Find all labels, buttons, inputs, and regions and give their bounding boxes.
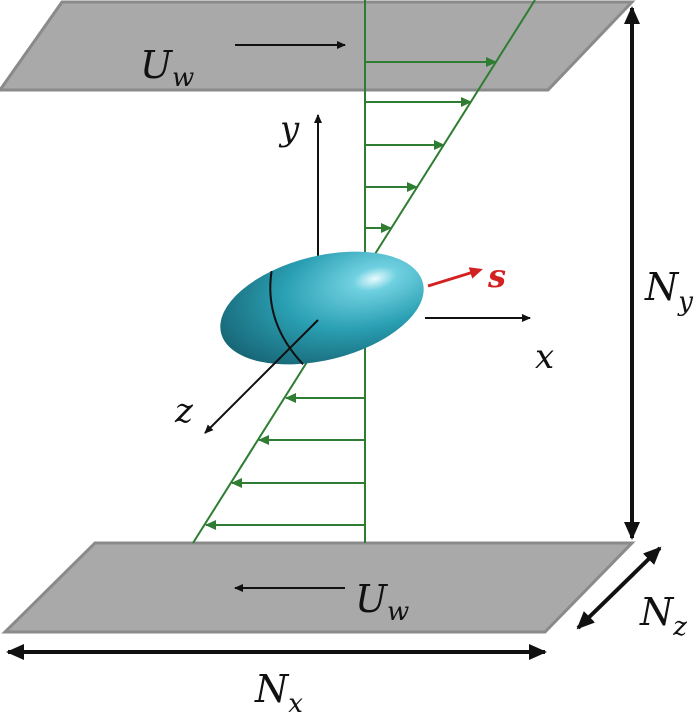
z-axis (204, 319, 319, 434)
orientation-label: s (487, 257, 506, 295)
bottom-wall-velocity-label: Uw (355, 577, 409, 627)
orientation-vector (427, 267, 483, 288)
ny-label: Ny (644, 265, 693, 317)
shear-profile (192, 0, 536, 544)
y-axis-label: y (278, 109, 300, 149)
nz-label: Nz (639, 590, 687, 642)
nx-label: Nx (254, 667, 303, 719)
ellipsoid-particle (220, 251, 424, 365)
z-axis-label: z (174, 391, 194, 431)
x-axis-label: x (535, 337, 554, 377)
top-wall-velocity-label: Uw (140, 43, 194, 93)
nz-dimension-arrow (576, 546, 662, 630)
